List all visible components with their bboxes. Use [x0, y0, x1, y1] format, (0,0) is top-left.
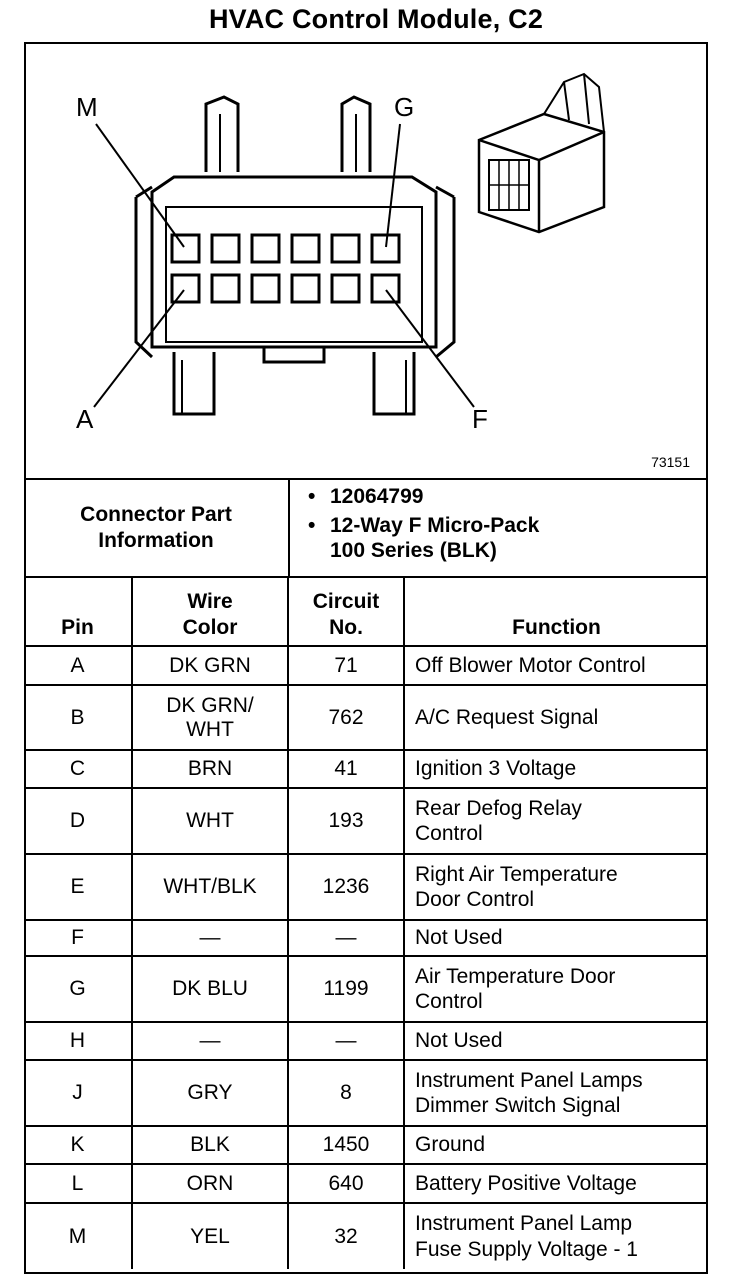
pin-cell: F — [24, 919, 133, 957]
pin-cell: J — [24, 1059, 133, 1127]
callout-a: A — [76, 404, 94, 434]
circuit-cell: 640 — [287, 1163, 405, 1204]
function-cell: Right Air Temperature Door Control — [403, 853, 708, 921]
pin-cell: D — [24, 787, 133, 855]
callout-g: G — [394, 92, 415, 122]
part-number: 12064799 — [308, 484, 706, 509]
wire-color-cell: YEL — [131, 1202, 289, 1269]
function-cell: A/C Request Signal — [403, 684, 708, 751]
header-function: Function — [403, 578, 708, 647]
pin-cell: M — [24, 1202, 133, 1269]
function-cell: Off Blower Motor Control — [403, 645, 708, 686]
wire-color-cell: DK GRN/ WHT — [131, 684, 289, 751]
connector-info-label-line1: Connector Part — [80, 502, 232, 526]
circuit-cell: 1236 — [287, 853, 405, 921]
pin-cell: C — [24, 749, 133, 789]
wire-color-cell: — — [131, 919, 289, 957]
function-cell: Instrument Panel Lamp Fuse Supply Voltag… — [403, 1202, 708, 1269]
connector-info-label: Connector Part Information — [24, 480, 290, 576]
connector-info: Connector Part Information 12064799 12-W… — [24, 478, 708, 578]
table-header-row: Pin Wire Color Circuit No. Function — [24, 578, 708, 647]
circuit-cell: — — [287, 919, 405, 957]
table-row: H——Not Used — [24, 1021, 708, 1061]
pin-cell: E — [24, 853, 133, 921]
wire-color-cell: ORN — [131, 1163, 289, 1204]
wire-color-cell: BLK — [131, 1125, 289, 1165]
pin-cell: H — [24, 1021, 133, 1061]
page-title: HVAC Control Module, C2 — [208, 4, 544, 34]
circuit-cell: 1199 — [287, 955, 405, 1023]
figure-number: 73151 — [651, 454, 690, 470]
pin-cell: K — [24, 1125, 133, 1165]
connector-info-label-line2: Information — [98, 529, 214, 552]
function-cell: Not Used — [403, 1021, 708, 1061]
circuit-cell: — — [287, 1021, 405, 1061]
header-pin: Pin — [24, 578, 133, 647]
connector-face-drawing — [93, 72, 606, 416]
callout-m: M — [76, 92, 98, 122]
connector-description: 12-Way F Micro-Pack 100 Series (BLK) — [308, 513, 706, 563]
wire-color-cell: BRN — [131, 749, 289, 789]
wire-color-cell: GRY — [131, 1059, 289, 1127]
connector-diagram: M G A F 73151 — [24, 42, 708, 478]
wire-color-cell: WHT/BLK — [131, 853, 289, 921]
wire-color-cell: DK GRN — [131, 645, 289, 686]
function-cell: Ground — [403, 1125, 708, 1165]
connector-info-list: 12064799 12-Way F Micro-Pack 100 Series … — [290, 480, 706, 576]
function-cell: Air Temperature Door Control — [403, 955, 708, 1023]
wire-color-cell: — — [131, 1021, 289, 1061]
pin-cell: B — [24, 684, 133, 751]
function-cell: Not Used — [403, 919, 708, 957]
function-cell: Rear Defog Relay Control — [403, 787, 708, 855]
function-cell: Instrument Panel Lamps Dimmer Switch Sig… — [403, 1059, 708, 1127]
pin-cell: L — [24, 1163, 133, 1204]
circuit-cell: 71 — [287, 645, 405, 686]
pin-cell: G — [24, 955, 133, 1023]
circuit-cell: 32 — [287, 1202, 405, 1269]
circuit-cell: 8 — [287, 1059, 405, 1127]
function-cell: Battery Positive Voltage — [403, 1163, 708, 1204]
circuit-cell: 762 — [287, 684, 405, 751]
callout-f: F — [472, 404, 488, 434]
circuit-cell: 1450 — [287, 1125, 405, 1165]
circuit-cell: 41 — [287, 749, 405, 789]
wire-color-cell: DK BLU — [131, 955, 289, 1023]
header-circuit: Circuit No. — [287, 578, 405, 647]
header-wire-color: Wire Color — [131, 578, 289, 647]
wire-color-cell: WHT — [131, 787, 289, 855]
circuit-cell: 193 — [287, 787, 405, 855]
function-cell: Ignition 3 Voltage — [403, 749, 708, 789]
table-row: F——Not Used — [24, 919, 708, 957]
pin-cell: A — [24, 645, 133, 686]
